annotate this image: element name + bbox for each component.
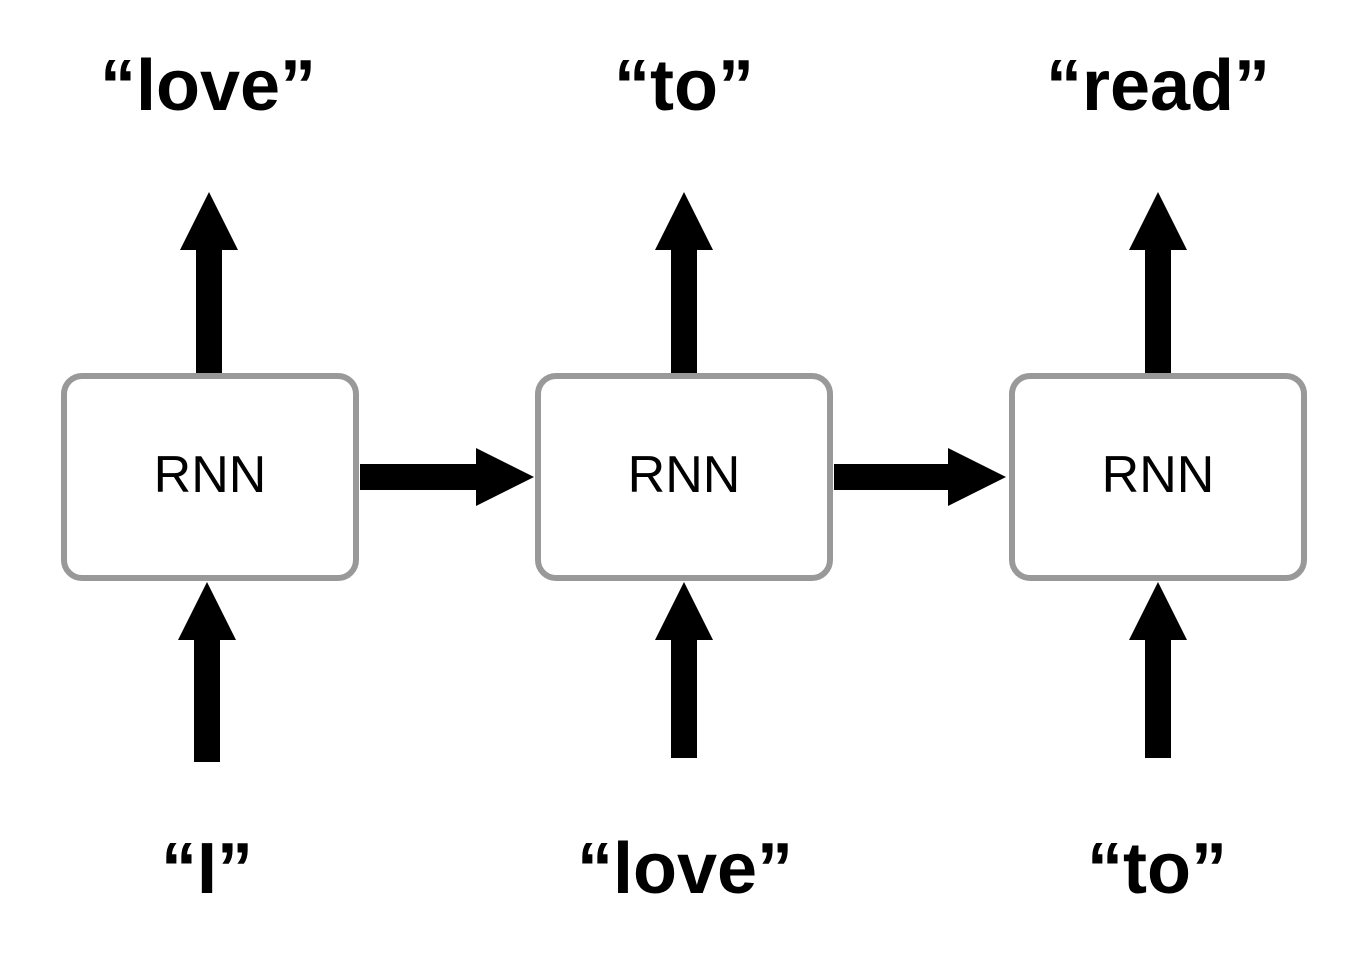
input-word-1: “I”	[161, 829, 253, 909]
hidden-state-arrow-1	[360, 448, 534, 506]
rnn-cell-label-2: RNN	[628, 446, 741, 504]
rnn-cell-1	[61, 373, 359, 581]
output-word-1: “love”	[100, 46, 316, 126]
rnn-cell-label-3: RNN	[1102, 446, 1215, 504]
hidden-state-arrow-2	[834, 448, 1006, 506]
input-word-2: “love”	[577, 829, 793, 909]
output-word-2: “to”	[614, 46, 754, 126]
rnn-cell-2	[535, 373, 833, 581]
input-arrow-3	[1129, 582, 1187, 758]
output-arrow-1	[180, 192, 238, 374]
input-word-3: “to”	[1087, 829, 1227, 909]
output-arrow-2	[655, 192, 713, 374]
output-arrow-3	[1129, 192, 1187, 374]
rnn-step-3: “read” RNN “to”	[1009, 46, 1307, 909]
rnn-step-2: “to” RNN “love”	[535, 46, 833, 909]
output-word-3: “read”	[1046, 46, 1270, 126]
rnn-cell-3	[1009, 373, 1307, 581]
input-arrow-2	[655, 582, 713, 758]
rnn-step-1: “love” RNN “I”	[61, 46, 359, 909]
input-arrow-1	[178, 582, 236, 762]
rnn-cell-label-1: RNN	[154, 446, 267, 504]
